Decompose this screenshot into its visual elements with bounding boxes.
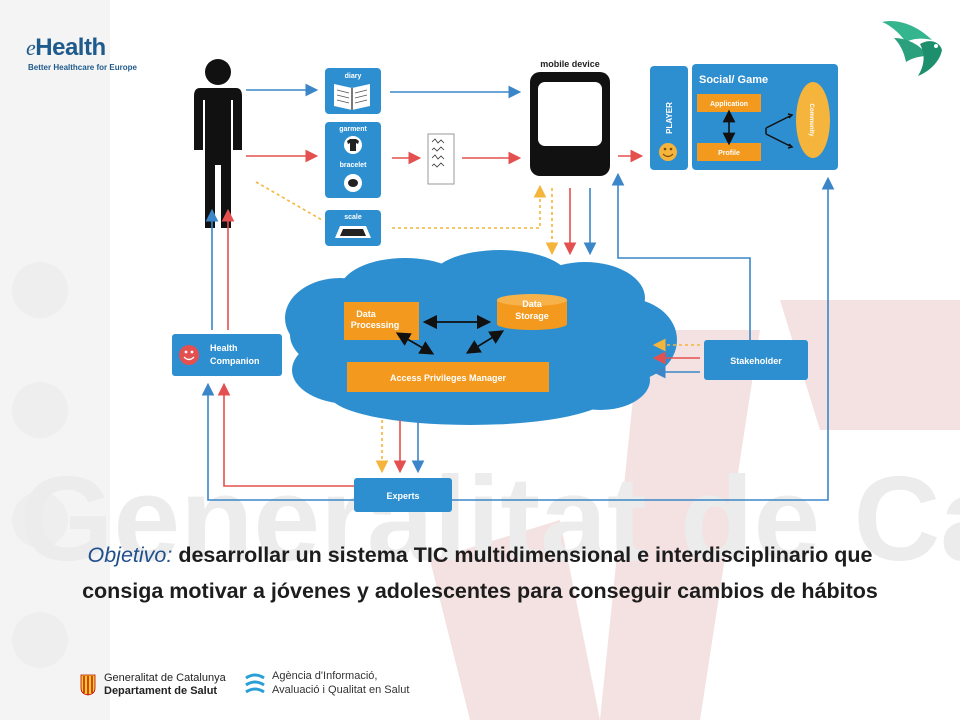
data-storage-cylinder: Data Storage bbox=[497, 294, 567, 330]
objective-text: desarrollar un sistema TIC multidimensio… bbox=[82, 543, 878, 603]
ehealth-logo: eHealth Better Healthcare for Europe bbox=[26, 34, 146, 84]
objective-label: Objetivo: bbox=[87, 543, 173, 567]
ehealth-logo-word: Health bbox=[35, 34, 106, 61]
data-storage-label-2: Storage bbox=[515, 311, 549, 321]
objective-statement: Objetivo: desarrollar un sistema TIC mul… bbox=[60, 537, 900, 609]
access-privileges-label: Access Privileges Manager bbox=[390, 373, 507, 383]
bracelet-label: bracelet bbox=[340, 162, 368, 169]
mobile-device-label: mobile device bbox=[540, 59, 600, 69]
health-companion-label-2: Companion bbox=[210, 356, 260, 366]
ehealth-tagline: Better Healthcare for Europe bbox=[28, 63, 137, 72]
access-privileges-box: Access Privileges Manager bbox=[347, 362, 549, 392]
aqu-line-2: Avaluació i Qualitat en Salut bbox=[272, 684, 410, 696]
smiley-icon bbox=[659, 143, 677, 161]
storage-access-arrow bbox=[465, 330, 505, 354]
health-companion-label-1: Health bbox=[210, 343, 238, 353]
stakeholder-box: Stakeholder bbox=[704, 340, 808, 380]
profile-label: Profile bbox=[718, 150, 740, 157]
ehealth-logo-mark: e bbox=[26, 35, 36, 60]
garment-label: garment bbox=[339, 126, 367, 133]
data-processing-label-1: Data bbox=[356, 309, 377, 319]
player-panel: PLAYER bbox=[650, 66, 688, 170]
signal-document-icon bbox=[427, 133, 455, 185]
diary-label: diary bbox=[345, 73, 362, 80]
experts-label: Experts bbox=[386, 491, 419, 501]
person-icon bbox=[194, 59, 242, 228]
scale-box: scale bbox=[325, 210, 381, 246]
social-game-label: Social/ Game bbox=[699, 74, 768, 86]
community-label: Community bbox=[808, 104, 814, 138]
bracelet-icon bbox=[344, 174, 362, 192]
aqu-mark-icon bbox=[245, 673, 265, 694]
scale-label: scale bbox=[344, 214, 362, 221]
experts-box: Experts bbox=[354, 478, 452, 512]
mobile-device-icon bbox=[530, 72, 610, 176]
watermark-text: Generalitat de Catalunya bbox=[20, 452, 960, 586]
processing-access-arrow bbox=[395, 332, 435, 355]
generalitat-shield-icon bbox=[80, 674, 96, 696]
book-icon bbox=[334, 84, 370, 110]
generalitat-line-1: Generalitat de Catalunya bbox=[104, 672, 226, 684]
diary-box: diary bbox=[325, 68, 381, 114]
green-bird-icon bbox=[882, 20, 942, 76]
application-label: Application bbox=[710, 101, 748, 108]
stakeholder-label: Stakeholder bbox=[730, 356, 782, 366]
aqu-line-1: Agència d'Informació, bbox=[272, 670, 378, 682]
data-processing-box: Data Processing bbox=[344, 302, 419, 340]
scale-icon bbox=[335, 226, 371, 238]
health-companion-box: Health Companion bbox=[172, 334, 282, 376]
social-game-panel: Social/ Game Application Profile Communi… bbox=[692, 64, 838, 170]
data-storage-label-1: Data bbox=[522, 299, 543, 309]
shirt-icon bbox=[344, 136, 362, 154]
flow-arrows bbox=[201, 83, 835, 501]
player-label: PLAYER bbox=[665, 102, 674, 134]
garment-bracelet-box: garment bracelet bbox=[325, 122, 381, 198]
generalitat-line-2: Departament de Salut bbox=[104, 685, 218, 697]
data-processing-label-2: Processing bbox=[351, 320, 400, 330]
cloud-shape bbox=[285, 250, 677, 425]
